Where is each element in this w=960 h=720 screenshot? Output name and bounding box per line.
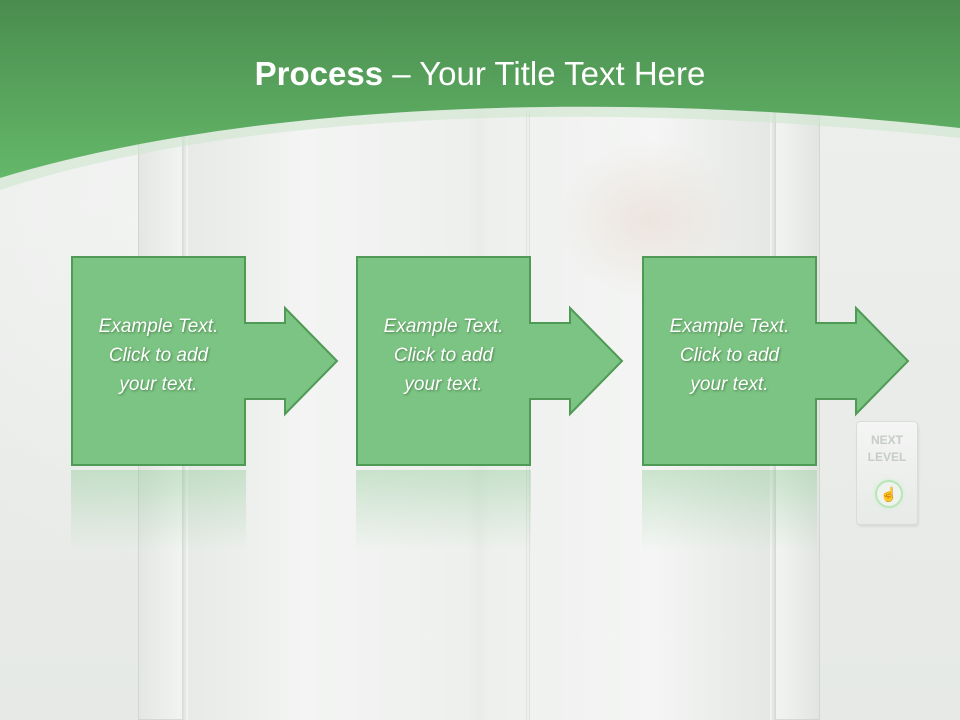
- header-band: [0, 0, 960, 190]
- step-1-text[interactable]: Example Text. Click to add your text.: [98, 316, 219, 395]
- title-rest: – Your Title Text Here: [383, 55, 706, 92]
- next-level-label: NEXT LEVEL: [867, 433, 907, 464]
- step-1-reflection: [71, 470, 246, 550]
- step-2-reflection: [356, 470, 531, 550]
- step-3-reflection: [642, 470, 817, 550]
- step-2-text[interactable]: Example Text. Click to add your text.: [383, 316, 504, 395]
- elevator-button-icon: ☝: [875, 480, 903, 508]
- step-3-arrow-shape: [642, 256, 910, 466]
- hand-icon: ☝: [880, 486, 898, 502]
- title-strong: Process: [254, 55, 384, 92]
- process-step-3[interactable]: Example Text. Click to add your text.: [642, 256, 910, 466]
- process-step-2[interactable]: Example Text. Click to add your text.: [356, 256, 624, 466]
- next-level-panel: NEXT LEVEL ☝: [857, 422, 917, 524]
- step-1-arrow-shape: [71, 256, 339, 466]
- step-3-text[interactable]: Example Text. Click to add your text.: [669, 316, 790, 395]
- step-2-arrow-shape: [356, 256, 624, 466]
- process-step-1[interactable]: Example Text. Click to add your text.: [71, 256, 339, 466]
- slide-title[interactable]: Process – Your Title Text Here: [0, 52, 960, 96]
- header-wave: [0, 0, 960, 178]
